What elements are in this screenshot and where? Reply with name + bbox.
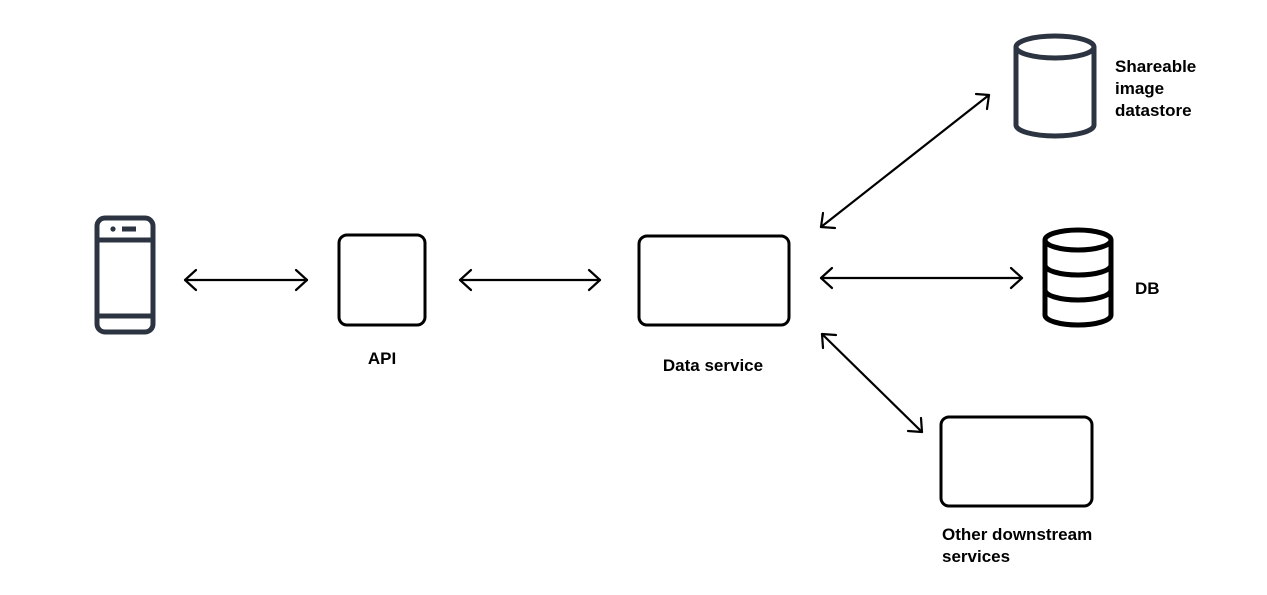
- mobile-phone-icon: [94, 215, 156, 335]
- data-service-label: Data service: [663, 356, 763, 375]
- image-datastore-label-line1: Shareable: [1115, 57, 1196, 76]
- downstream-label-line1: Other downstream: [942, 525, 1092, 544]
- arrow-data-service-image-datastore: [819, 92, 991, 230]
- db-label: DB: [1135, 279, 1160, 298]
- image-datastore-label-line2: image: [1115, 79, 1164, 98]
- arrow-client-api: [183, 268, 309, 292]
- downstream-label-line2: services: [942, 547, 1010, 566]
- arrow-data-service-downstream: [820, 332, 924, 434]
- api-box: [337, 233, 427, 327]
- downstream-services-box: [939, 415, 1094, 508]
- database-stack-icon: [1042, 227, 1114, 328]
- api-label: API: [368, 349, 396, 368]
- arrow-api-data-service: [458, 268, 602, 292]
- arrow-data-service-db: [819, 266, 1024, 290]
- image-datastore-label-line3: datastore: [1115, 101, 1192, 120]
- cylinder-datastore-icon: [1013, 33, 1097, 139]
- data-service-box: [637, 234, 791, 327]
